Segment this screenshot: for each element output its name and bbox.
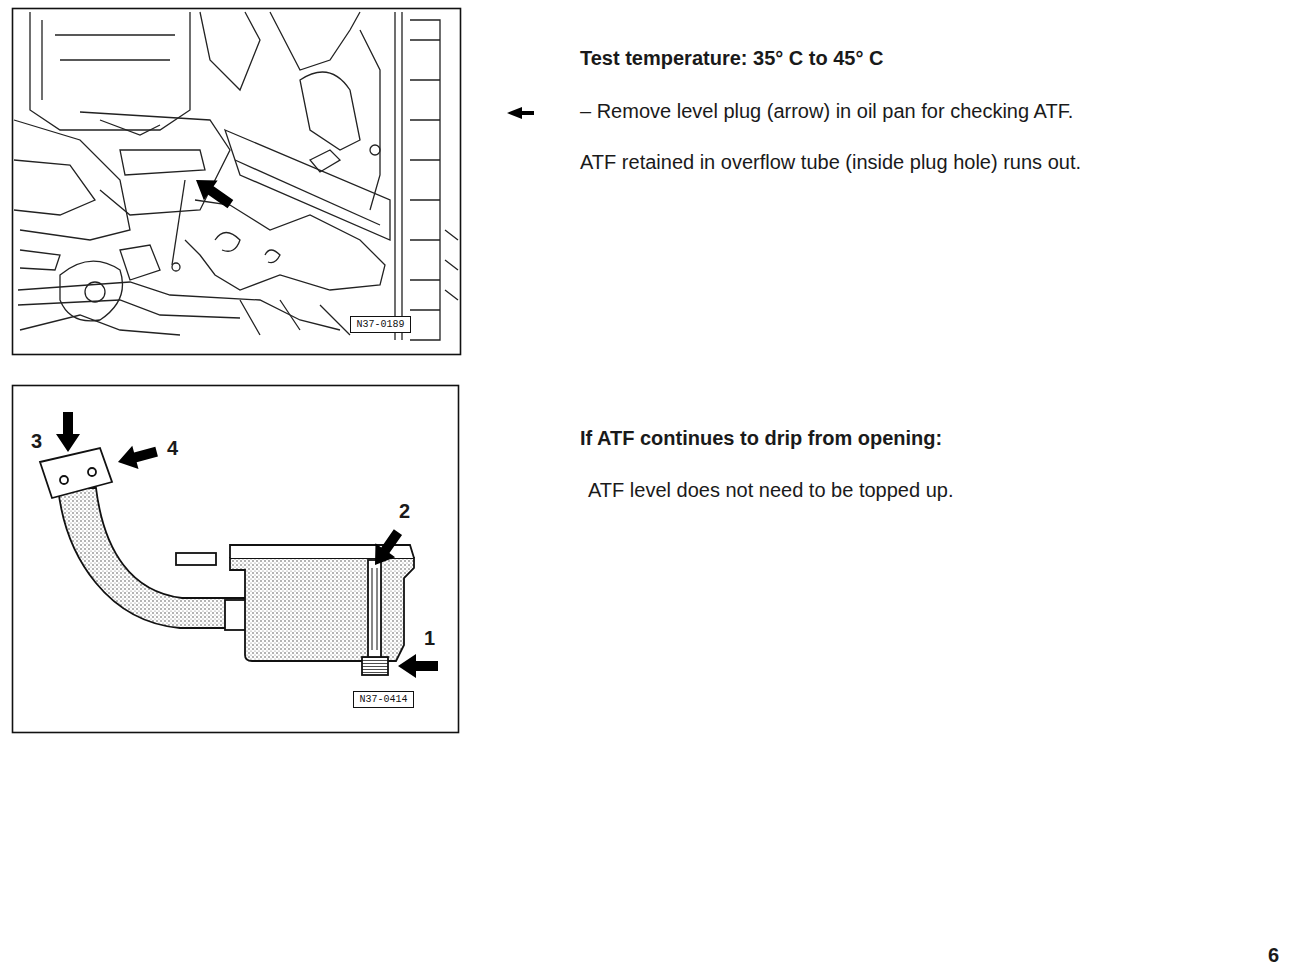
page-number: 6 — [1268, 944, 1279, 967]
drawing-part — [60, 476, 68, 484]
drawing-part — [18, 300, 240, 318]
drawing-part — [14, 120, 130, 240]
drawing-part — [365, 525, 408, 572]
drawing-part — [172, 180, 185, 265]
drawing-part — [265, 250, 280, 263]
drawing-part — [225, 600, 247, 630]
drawing-part — [176, 553, 216, 565]
drawing-part — [370, 145, 380, 155]
condition-result: ATF level does not need to be topped up. — [588, 479, 953, 502]
drawing-part — [120, 150, 205, 175]
callout-number: 2 — [398, 500, 411, 523]
drawing-part — [410, 20, 440, 340]
instruction-note: ATF retained in overflow tube (inside pl… — [580, 151, 1081, 174]
callout-number: 4 — [166, 437, 179, 460]
figure-frame — [13, 386, 459, 733]
drawing-part — [60, 261, 123, 321]
oil-pan-section — [40, 448, 414, 675]
step-marker — [507, 107, 534, 119]
drawing-part — [18, 282, 340, 330]
drawing-part — [300, 72, 360, 150]
drawing-part — [310, 150, 340, 172]
drawing-part — [398, 654, 438, 678]
drawing-part — [185, 200, 385, 290]
callout-arrows — [56, 412, 438, 678]
underbody-drawing — [14, 12, 458, 340]
figure-number-box: N37-0414 — [353, 691, 414, 708]
drawing-part — [360, 30, 380, 210]
drawing-part — [362, 657, 388, 675]
drawing-part — [240, 300, 350, 335]
drawing-part — [368, 560, 381, 658]
drawing-part — [410, 40, 440, 310]
drawing-part — [30, 12, 190, 130]
figure-number: N37-0189 — [356, 319, 404, 330]
drawing-part — [58, 488, 248, 628]
drawing-part — [372, 568, 377, 650]
drawing-part — [120, 245, 160, 280]
callout-number: 3 — [30, 430, 43, 453]
pointer-arrow — [189, 170, 237, 214]
drawing-part — [230, 558, 414, 661]
drawing-part — [445, 230, 458, 300]
drawing-part — [40, 448, 112, 498]
drawing-part — [88, 468, 96, 476]
instruction-step: – Remove level plug (arrow) in oil pan f… — [580, 100, 1073, 123]
figure-number-box: N37-0189 — [350, 316, 411, 333]
drawing-part — [80, 112, 230, 215]
condition-heading: If ATF continues to drip from opening: — [580, 427, 942, 450]
drawing-part — [172, 263, 180, 271]
drawing-part — [225, 130, 390, 240]
drawing-part — [115, 440, 160, 474]
test-temperature-heading: Test temperature: 35° C to 45° C — [580, 47, 884, 70]
drawing-part — [20, 315, 180, 335]
drawing-part — [215, 233, 240, 252]
drawing-part — [14, 160, 95, 215]
figure-number: N37-0414 — [359, 694, 407, 705]
drawing-part — [56, 412, 80, 452]
drawing-part — [85, 282, 105, 302]
drawing-part — [200, 12, 260, 90]
drawing-part — [270, 12, 360, 70]
drawing-part — [42, 20, 175, 100]
drawing-part — [20, 250, 60, 270]
drawing-part — [395, 12, 402, 340]
figure-frame — [13, 9, 461, 355]
callout-number: 1 — [423, 627, 436, 650]
drawing-part — [100, 120, 160, 135]
